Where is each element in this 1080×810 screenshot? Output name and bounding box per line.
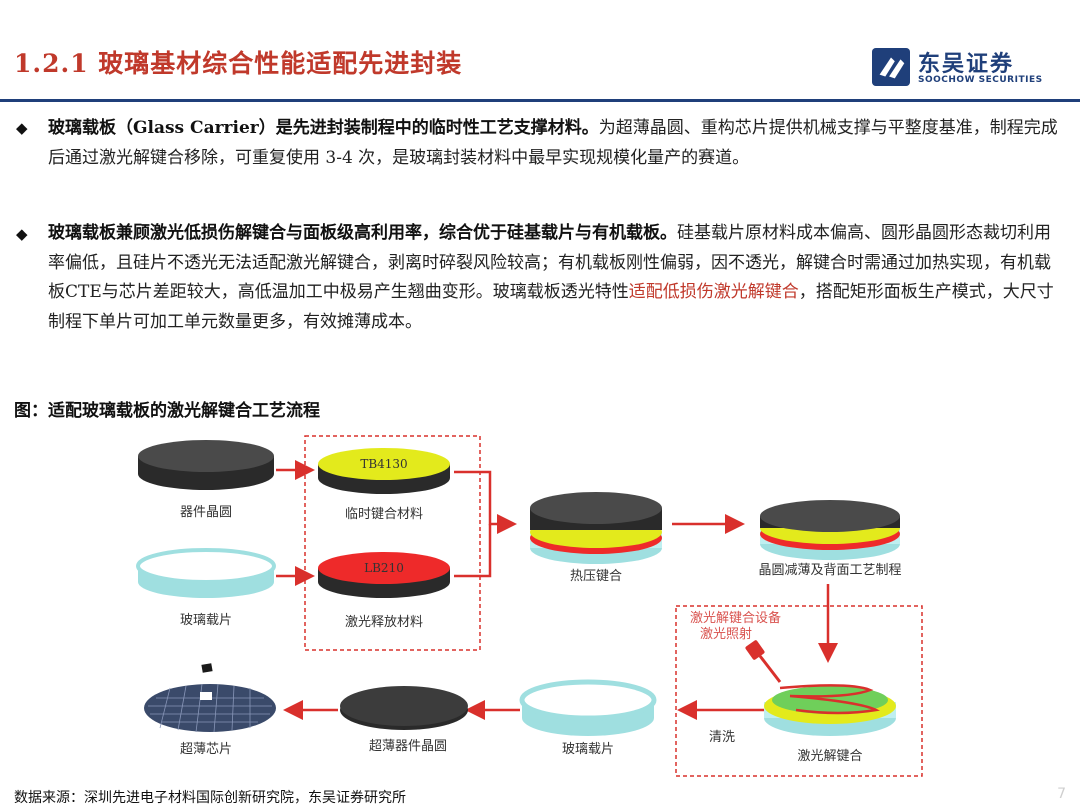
paragraph-glass-carrier: 玻璃载板（Glass Carrier）是先进封装制程中的临时性工艺支撑材料。为超…	[48, 114, 1058, 173]
label-thin-chip: 超薄芯片	[180, 742, 232, 757]
thinning-stack	[760, 500, 900, 560]
single-chip-icon	[201, 663, 213, 673]
arrow-release-to-thermo	[454, 524, 492, 578]
logo-english: SOOCHOW SECURITIES	[918, 75, 1043, 85]
laser-emitter-icon	[745, 640, 782, 683]
thermo-bond-stack	[530, 492, 662, 564]
bullet-diamond-icon: ◆	[16, 225, 28, 243]
laser-debond-disk	[764, 684, 896, 736]
label-tb4130: TB4130	[360, 457, 407, 471]
label-debond: 激光解键合	[797, 749, 862, 764]
page-title: 1.2.1 玻璃基材综合性能适配先进封装	[14, 49, 463, 78]
company-logo: 东吴证券 SOOCHOW SECURITIES	[872, 48, 1062, 88]
label-laser-release: 激光释放材料	[345, 615, 423, 630]
temp-bond-material-disk	[318, 448, 450, 494]
label-equipment: 激光解键合设备	[690, 610, 781, 626]
label-glass-carrier: 玻璃载片	[180, 613, 232, 628]
debond-step-box	[675, 605, 923, 777]
arrow-bond-to-thermo	[454, 470, 517, 534]
laser-release-material-disk	[318, 552, 450, 598]
label-thin-wafer: 超薄器件晶圆	[369, 739, 447, 754]
bullet-diamond-icon: ◆	[16, 119, 28, 137]
label-thermo-bond: 热压键合	[570, 569, 622, 584]
page-number: 7	[1057, 786, 1066, 802]
label-device-wafer: 器件晶圆	[180, 505, 232, 520]
paragraph-1-lead: 玻璃载板（Glass Carrier）是先进封装制程中的临时性工艺支撑材料。	[48, 118, 599, 138]
label-temp-bond: 临时键合材料	[345, 507, 423, 522]
paragraph-1-body: 为超薄晶圆、重构芯片提供机械支撑与平整度基准，制程完成后通过激光解键合移除，可重…	[48, 118, 1058, 168]
laser-debond-process-diagram: 器件晶圆 TB4130 临时键合材料 玻璃载片 LB210 激光释放材料 热压键…	[136, 435, 923, 777]
paragraph-2-body: 硅基载片原材料成本偏高、圆形晶圆形态裁切利用率偏低，且硅片不透光无法适配激光解键…	[48, 223, 1051, 302]
paragraph-2-highlight: 适配低损伤激光解键合	[628, 282, 799, 302]
diced-wafer-grid	[144, 683, 276, 733]
header-divider	[0, 99, 1080, 102]
logo-chinese: 东吴证券	[918, 52, 1015, 77]
label-lb210: LB210	[364, 561, 404, 575]
ultra-thin-wafer-disk	[340, 686, 468, 730]
label-clean: 清洗	[709, 730, 735, 745]
label-glass-carrier-2: 玻璃载片	[562, 742, 614, 757]
bonding-materials-box	[304, 435, 481, 651]
device-wafer-disk	[138, 440, 274, 490]
figure-caption: 图：适配玻璃载板的激光解键合工艺流程	[14, 401, 320, 421]
paragraph-comparison: 玻璃载板兼顾激光低损伤解键合与面板级高利用率，综合优于硅基载片与有机载板。硅基载…	[48, 219, 1058, 337]
soochow-logo-icon	[872, 48, 910, 86]
data-source: 数据来源：深圳先进电子材料国际创新研究院，东吴证券研究所	[14, 790, 406, 806]
paragraph-2-lead: 玻璃载板兼顾激光低损伤解键合与面板级高利用率，综合优于硅基载片与有机载板。	[48, 223, 677, 243]
label-laser-irradiation: 激光照射	[700, 626, 752, 642]
label-thinning: 晶圆减薄及背面工艺制程	[758, 563, 901, 578]
paragraph-2-tail: ，搭配矩形面板生产模式，大尺寸制程下单片可加工单元数量更多，有效摊薄成本。	[48, 282, 1054, 332]
reclaimed-glass-carrier-disk	[519, 679, 657, 736]
glass-carrier-disk	[136, 548, 276, 598]
